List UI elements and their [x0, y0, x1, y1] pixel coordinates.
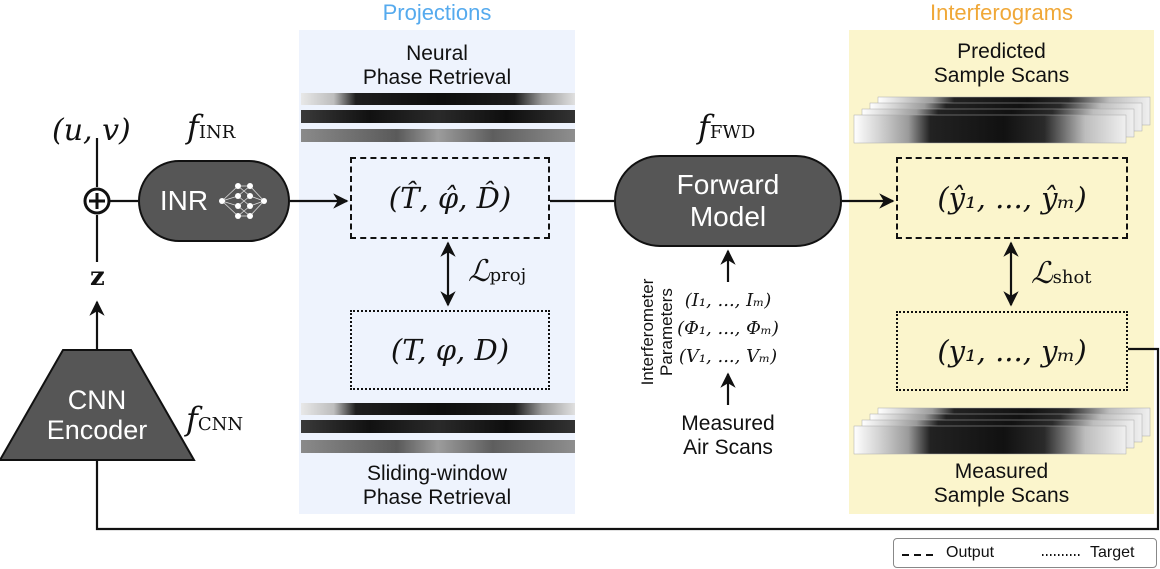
projections-title: Projections: [382, 0, 492, 25]
sliding-window-projection-strips: [301, 403, 575, 453]
target-projections-box: (T, φ, D): [350, 310, 550, 390]
legend-output-label: Output: [946, 544, 995, 561]
loss-shot-label: ℒshot: [1031, 256, 1092, 291]
forward-model-node: Forward Model: [614, 155, 842, 247]
interferograms-title: Interferograms: [929, 0, 1074, 25]
inr-node: INR: [138, 160, 290, 242]
interferometer-parameters-caption: Interferometer Parameters: [638, 278, 676, 386]
interferometer-parameters: (I₁, ..., Iₘ) (Φ₁, ..., Φₘ) (V₁, ..., Vₘ…: [677, 290, 779, 367]
measured-scans-box: (y₁, ..., yₘ): [896, 311, 1128, 391]
concat-plus-symbol: [83, 187, 111, 215]
neural-network-icon: [219, 183, 268, 219]
predicted-scans-box: (ŷ₁, ..., ŷₘ): [896, 157, 1128, 239]
legend: Output Target: [893, 538, 1157, 568]
latent-z-label: z: [90, 262, 105, 292]
predicted-projections-box: (T̂, φ̂, D̂): [350, 157, 550, 239]
f-fwd-label: fFWD: [698, 108, 756, 146]
legend-dotted-swatch: [1042, 554, 1082, 556]
cnn-encoder-shape: [0, 349, 196, 461]
f-cnn-label: fCNN: [186, 400, 244, 438]
legend-target-label: Target: [1090, 544, 1135, 561]
cnn-encoder-node: CNN Encoder: [46, 385, 148, 445]
f-inr-label: fINR: [187, 108, 236, 146]
uv-input-label: (u, v): [52, 113, 131, 148]
measured-scan-stack: [853, 407, 1151, 455]
predicted-scan-stack: [853, 96, 1151, 144]
loss-proj-label: ℒproj: [468, 254, 527, 289]
neural-projection-strips: [301, 93, 575, 142]
legend-dashed-swatch: [902, 554, 938, 556]
